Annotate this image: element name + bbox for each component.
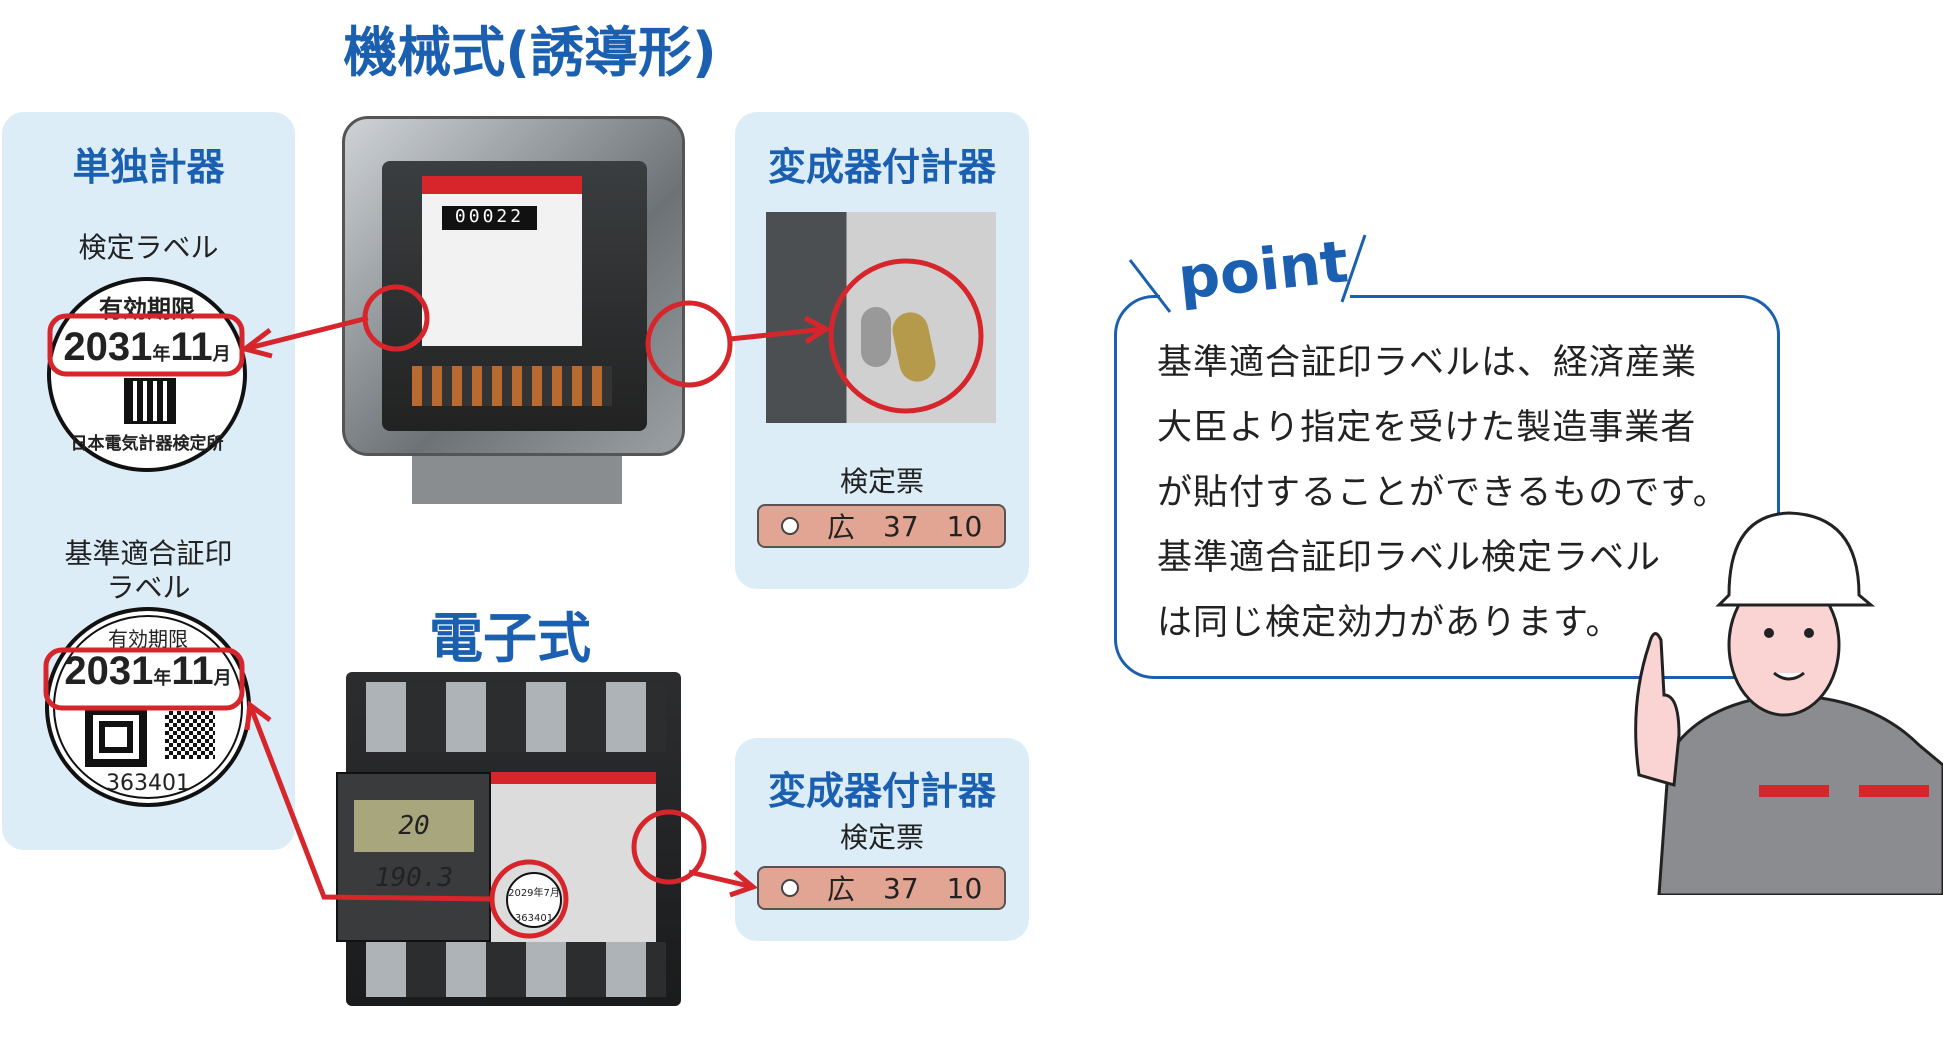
electronic-title: 電子式 [429,607,591,670]
mech-sticker-circle [362,284,430,352]
expiry-date: 2031年11月 [63,325,231,369]
arrow-line [244,315,369,352]
expiry-date: 2031年11月 [64,649,232,693]
worker-illustration [1634,511,1943,895]
panel-title: 変成器付計器 [767,145,996,189]
mechanical-title: 機械式(誘導形) [343,21,717,84]
label2-caption: 基準適合証印 [64,537,233,570]
point-line: 基準適合証印ラベル検定ラベル [1157,538,1662,578]
inspection-tag: 広 37 10 [757,866,1006,910]
mechanical-meter-image: 00022 [342,106,685,504]
arrow-head [729,870,758,898]
mech-seal-circle [645,300,733,388]
point-line: が貼付することができるものです。 [1157,473,1729,513]
electronic-meter-image: 20 190.3 2029年7月 363401 [336,672,685,1006]
elec-sticker-circle [489,859,569,939]
label2-caption-2: ラベル [106,571,191,604]
panel-title: 変成器付計器 [767,769,996,813]
qr-code-icon [124,378,176,424]
inspection-tag: 広 37 10 [757,504,1006,548]
meter-counter: 00022 [442,206,537,230]
elec-seal-circle [631,809,707,885]
inspection-tag-caption: 検定票 [839,465,924,498]
tag-hole-icon [781,517,799,535]
transformer-meter-panel-2: 変成器付計器 検定票 広 37 10 [735,738,1029,941]
photo-seal-circle [828,258,984,414]
tag-hole-icon [781,879,799,897]
point-line: 基準適合証印ラベルは、経済産業 [1157,343,1698,383]
label1-highlight [47,313,245,377]
arrow-line [688,869,754,890]
point-line: は同じ検定効力があります。 [1157,603,1622,643]
arrow-head [239,328,273,359]
point-line: 大臣より指定を受けた製造事業者 [1157,408,1697,448]
conformity-mark-icon [85,707,147,767]
qr-code-icon [165,711,215,759]
label2-highlight [43,647,245,711]
inspection-tag-caption: 検定票 [839,821,924,854]
panel-title: 単独計器 [72,145,225,189]
arrow-line [247,704,493,902]
point-callout: 基準適合証印ラベルは、経済産業 大臣より指定を受けた製造事業者 が貼付することが… [1114,295,1780,679]
arrow-line [729,326,827,342]
arrow-head [244,700,272,731]
point-slash-marks [1128,234,1367,313]
conformity-sticker: 2029年7月 363401 [506,872,562,928]
meter-lcd-display: 20 190.3 [354,800,474,893]
arrow-head [803,315,831,345]
point-heading-bg [1160,280,1350,304]
label1-caption: 検定ラベル [78,231,219,264]
